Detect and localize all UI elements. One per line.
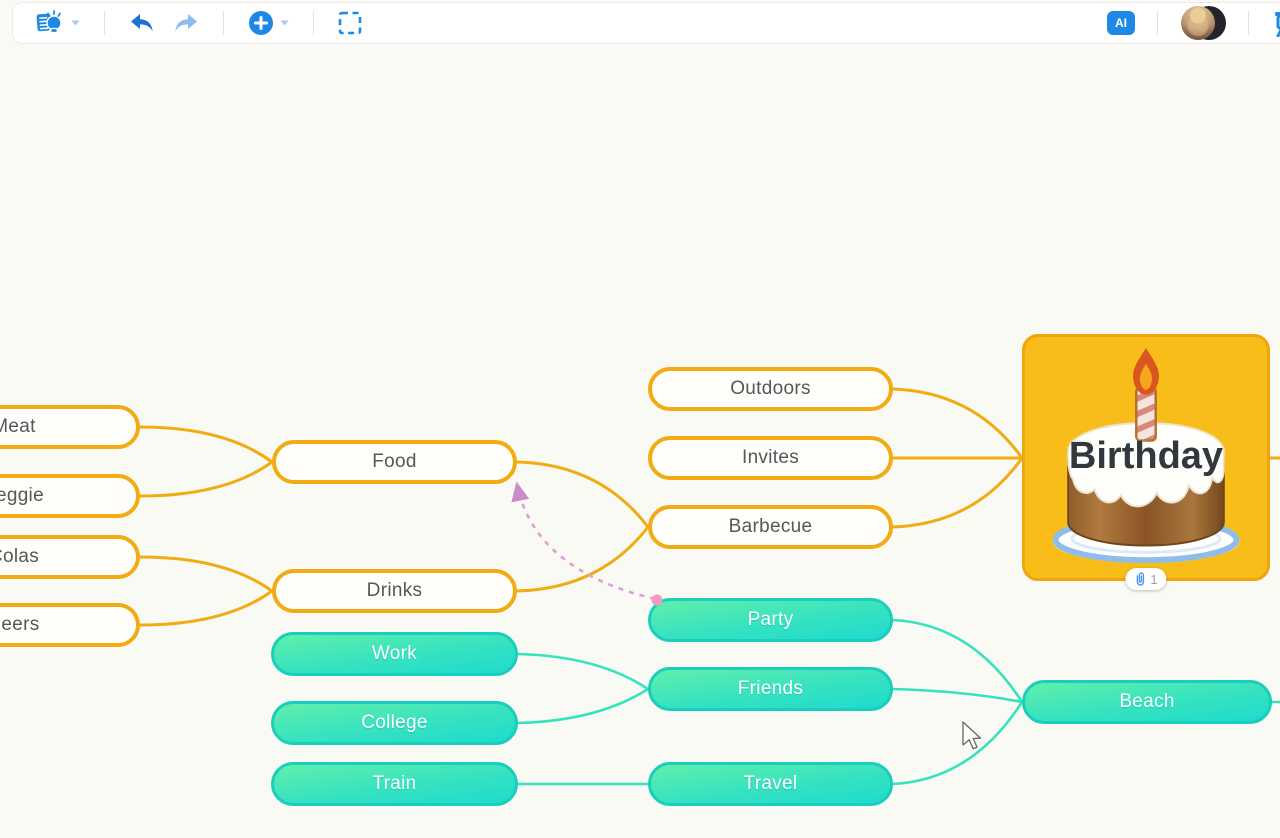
chevron-down-icon xyxy=(71,20,80,26)
select-area-button[interactable] xyxy=(336,9,364,37)
central-topic-birthday[interactable]: Birthday 1 xyxy=(1022,334,1270,590)
birthday-cake-image xyxy=(1052,348,1240,564)
edge-veggie-food xyxy=(138,460,274,498)
edge-friends-beach xyxy=(891,687,1024,704)
chevron-down-icon xyxy=(280,20,289,26)
plus-circle-icon xyxy=(249,11,273,35)
avatar xyxy=(1181,6,1215,40)
topic-label: Work xyxy=(371,643,418,664)
toolbar-divider xyxy=(1157,11,1158,35)
selection-rectangle-icon xyxy=(338,11,362,35)
topic-label: Friends xyxy=(737,678,804,699)
edge-barbecue-birthday xyxy=(891,456,1024,529)
add-topic-button[interactable] xyxy=(246,8,291,38)
topic-beach[interactable]: Beach xyxy=(1022,680,1272,724)
topic-meat[interactable]: Meat xyxy=(0,405,140,449)
relationship-start-handle[interactable] xyxy=(651,594,663,606)
edge-colas-drinks xyxy=(138,555,274,593)
topic-travel[interactable]: Travel xyxy=(648,762,893,806)
topic-label: Train xyxy=(372,773,417,794)
topic-label: Meat xyxy=(0,416,36,437)
topic-label: Veggie xyxy=(0,485,44,506)
toolbar-divider xyxy=(223,11,224,35)
collaborator-avatars[interactable] xyxy=(1180,5,1226,41)
edge-beers-drinks xyxy=(138,589,274,627)
topic-food[interactable]: Food xyxy=(272,440,517,484)
topic-label: Colas xyxy=(0,546,40,567)
topic-label: Party xyxy=(747,609,794,630)
undo-button[interactable] xyxy=(127,10,157,36)
topic-friends[interactable]: Friends xyxy=(648,667,893,711)
topic-label: Invites xyxy=(741,447,799,468)
topic-label: Outdoors xyxy=(730,378,811,399)
topic-label: Beach xyxy=(1119,691,1175,712)
redo-button[interactable] xyxy=(171,10,201,36)
toolbar-divider xyxy=(1248,11,1249,35)
topic-label: Food xyxy=(372,451,417,472)
topic-barbecue[interactable]: Barbecue xyxy=(648,505,893,549)
edge-outdoors-birthday xyxy=(891,387,1024,460)
edge-party-beach xyxy=(891,618,1024,704)
attachment-badge[interactable]: 1 xyxy=(1125,568,1167,590)
topic-veggie[interactable]: Veggie xyxy=(0,474,140,518)
topic-beers[interactable]: Beers xyxy=(0,603,140,647)
paperclip-icon xyxy=(1136,572,1145,586)
undo-icon xyxy=(131,14,153,32)
edge-work-friends xyxy=(516,652,650,691)
topic-party[interactable]: Party xyxy=(648,598,893,642)
ai-assistant-button[interactable]: AI xyxy=(1107,11,1135,35)
main-toolbar: AI xyxy=(12,2,1280,44)
relationship-party-food[interactable] xyxy=(511,481,656,601)
topic-outdoors[interactable]: Outdoors xyxy=(648,367,893,411)
topic-college[interactable]: College xyxy=(271,701,518,745)
topic-label: College xyxy=(361,712,428,733)
topic-label: Drinks xyxy=(366,580,423,601)
topic-colas[interactable]: Colas xyxy=(0,535,140,579)
toolbar-left-group xyxy=(33,8,364,38)
templates-ideas-button[interactable] xyxy=(33,8,82,38)
templates-lightbulb-icon xyxy=(36,10,62,34)
attachment-count: 1 xyxy=(1150,571,1158,587)
topic-invites[interactable]: Invites xyxy=(648,436,893,480)
topic-train[interactable]: Train xyxy=(271,762,518,806)
topic-label: Beers xyxy=(0,614,40,635)
toolbar-right-group: AI xyxy=(1107,5,1280,41)
redo-icon xyxy=(175,14,197,32)
edge-drinks-barbecue xyxy=(515,525,650,593)
toolbar-divider xyxy=(104,11,105,35)
central-topic-label: Birthday xyxy=(1068,435,1224,477)
presentation-board-icon xyxy=(1275,12,1280,37)
present-button[interactable] xyxy=(1271,7,1280,39)
edge-college-friends xyxy=(516,687,650,725)
topic-label: Travel xyxy=(743,773,798,794)
edge-food-barbecue xyxy=(515,460,650,529)
topic-drinks[interactable]: Drinks xyxy=(272,569,517,613)
topic-work[interactable]: Work xyxy=(271,632,518,676)
topic-label: Barbecue xyxy=(728,516,813,537)
edge-meat-food xyxy=(138,425,274,464)
toolbar-divider xyxy=(313,11,314,35)
ai-label: AI xyxy=(1115,16,1127,30)
teal-branch-lines xyxy=(516,618,1280,786)
yellow-branch-lines xyxy=(138,387,1280,627)
edge-travel-beach xyxy=(891,700,1024,786)
